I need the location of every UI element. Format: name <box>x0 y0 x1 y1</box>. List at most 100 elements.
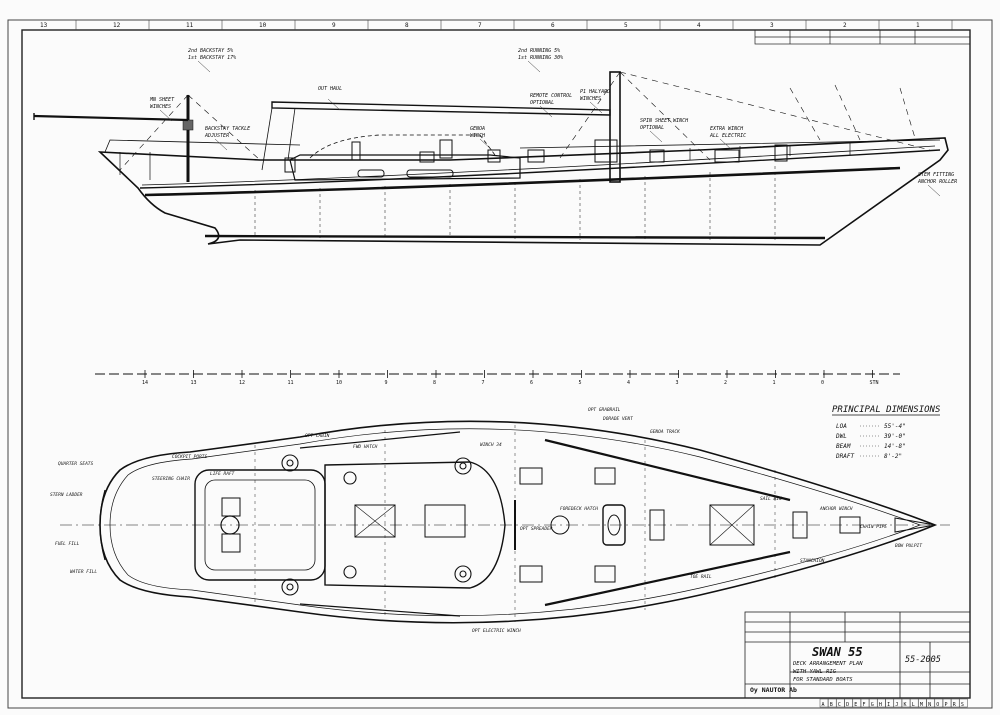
leader-line <box>539 105 553 118</box>
plan-note-life-raft: LIFE RAFT <box>210 471 235 477</box>
dimension-value: 14'-8" <box>884 443 906 450</box>
station-label: 11 <box>288 380 294 386</box>
deckhouse-plan <box>324 461 506 589</box>
genoa-track-stbd <box>544 438 791 502</box>
station-label: 7 <box>482 380 485 386</box>
profile-annotations: 2nd BACKSTAY 5%1st BACKSTAY 17%2nd RUNNI… <box>149 48 957 197</box>
sheer-line <box>139 149 941 189</box>
profile-note-cockpit-winch-line2: WINCH <box>470 133 486 139</box>
dimension-value: 8'-2" <box>884 453 902 460</box>
main-mast <box>609 71 621 183</box>
plan-note-sail-bin: SAIL BIN <box>760 496 782 502</box>
main-mast-plan <box>602 504 626 546</box>
leader-line <box>197 60 211 73</box>
frame-number-top: 3 <box>770 22 774 29</box>
plan-note-fwd-hatch: FWD HATCH <box>353 444 378 450</box>
company-name: Oy NAUTOR Ab <box>750 686 797 694</box>
inner-border <box>21 29 971 699</box>
main-boom <box>271 101 611 116</box>
boat-name: SWAN 55 <box>812 645 863 659</box>
title-desc-3: FOR STANDARD BOATS <box>793 677 853 683</box>
plan-note-dorade: DORADE VENT <box>602 416 633 422</box>
leader-line <box>527 60 541 73</box>
profile-note-fwd-stays-line2: 1st RUNNING 30% <box>518 55 563 61</box>
station-label: 9 <box>385 380 388 386</box>
frame-letter-bottom: H <box>879 702 882 708</box>
plan-note-quarter-seats: QUARTER SEATS <box>58 461 94 467</box>
frame-number-top: 7 <box>478 22 482 29</box>
title-desc-2: WITH YAWL RIG <box>793 669 837 675</box>
frame-letter-bottom: L <box>912 702 915 708</box>
station-label: 4 <box>627 380 630 386</box>
frame-letter-bottom: C <box>838 702 841 708</box>
profile-note-mizzen-sheet: MN SHEET <box>149 97 175 103</box>
frame-number-top: 10 <box>259 22 267 29</box>
profile-note-bow-fitting: STEM FITTING <box>918 172 954 178</box>
frame-letter-bottom: K <box>904 702 907 708</box>
boot-top <box>144 166 901 197</box>
profile-note-bow-fitting-line2: ANCHOR ROLLER <box>917 179 957 185</box>
frame-letter-bottom: M <box>920 702 923 708</box>
profile-note-spin-sheet: SPIN SHEET WINCH <box>640 118 689 124</box>
drawing-number: 55-2005 <box>905 655 941 665</box>
frame-number-top: 12 <box>113 22 121 29</box>
profile-note-p1-halyard: P1 HALYARD <box>580 89 610 95</box>
frame-letter-bottom: O <box>936 702 939 708</box>
leader-line <box>927 184 941 197</box>
station-label: STN <box>870 380 879 386</box>
frame-letter-bottom: E <box>854 702 857 708</box>
station-label: 14 <box>142 380 148 386</box>
leader-line <box>479 138 493 151</box>
frame-letter-bottom: I <box>887 702 890 708</box>
station-label: 3 <box>676 380 679 386</box>
frame-letter-bottom: N <box>928 702 931 708</box>
profile-note-backstay-tackle: BACKSTAY TACKLE <box>205 126 250 132</box>
leader-line <box>214 138 228 151</box>
dimension-label: LOA <box>836 423 847 430</box>
profile-note-mast-stays: 2nd BACKSTAY 5% <box>188 48 233 54</box>
station-label: 6 <box>530 380 533 386</box>
frame-number-top: 6 <box>551 22 555 29</box>
profile-note-p1-halyard-line2: WINCHES <box>580 96 601 102</box>
dimension-value: 39'-0" <box>883 433 906 440</box>
station-label: 0 <box>821 380 824 386</box>
deckhouse <box>289 154 521 181</box>
frame-number-top: 4 <box>697 22 701 29</box>
frame-letter-bottom: J <box>895 702 898 708</box>
profile-note-spin-sheet-line2: OPTIONAL <box>640 125 664 131</box>
station-label: 1 <box>773 380 776 386</box>
plan-note-fuel-fill: FUEL FILL <box>55 541 80 547</box>
station-label: 5 <box>579 380 582 386</box>
plan-note-genoa-track: GENOA TRACK <box>650 429 680 435</box>
profile-note-boom: OUT HAUL <box>318 86 342 92</box>
frame-number-top: 8 <box>405 22 409 29</box>
plan-note-foredeck-hatch: FOREDECK HATCH <box>560 506 598 512</box>
genoa-track-port <box>544 550 791 607</box>
leader-line <box>589 101 603 114</box>
profile-note-remote-control: REMOTE CONTROL <box>530 93 572 99</box>
station-label: 12 <box>239 380 245 386</box>
frame-letter-bottom: R <box>953 702 957 708</box>
plan-note-opt-spreader: OPT SPREADER <box>520 526 553 532</box>
frame-number-top: 13 <box>40 22 48 29</box>
profile-view <box>33 71 949 246</box>
dimension-value: 55'-4" <box>884 423 906 430</box>
station-label: 2 <box>724 380 727 386</box>
deck-outline <box>99 420 938 624</box>
plan-note-opt-grabrail: OPT GRABRAIL <box>588 407 621 413</box>
frame-number-top: 2 <box>843 22 847 29</box>
rubrail <box>141 145 936 186</box>
leader-line <box>719 138 733 151</box>
dimension-label: BEAM <box>836 443 851 450</box>
hull-outline <box>97 137 949 246</box>
frame-cell <box>959 698 968 708</box>
revision-block <box>754 29 971 45</box>
profile-note-mizzen-sheet-line2: WINCHES <box>150 104 171 110</box>
frame-letter-bottom: B <box>830 702 833 708</box>
plan-note-anchor-winch: ANCHOR WINCH <box>819 506 853 512</box>
leader-line <box>649 130 663 143</box>
